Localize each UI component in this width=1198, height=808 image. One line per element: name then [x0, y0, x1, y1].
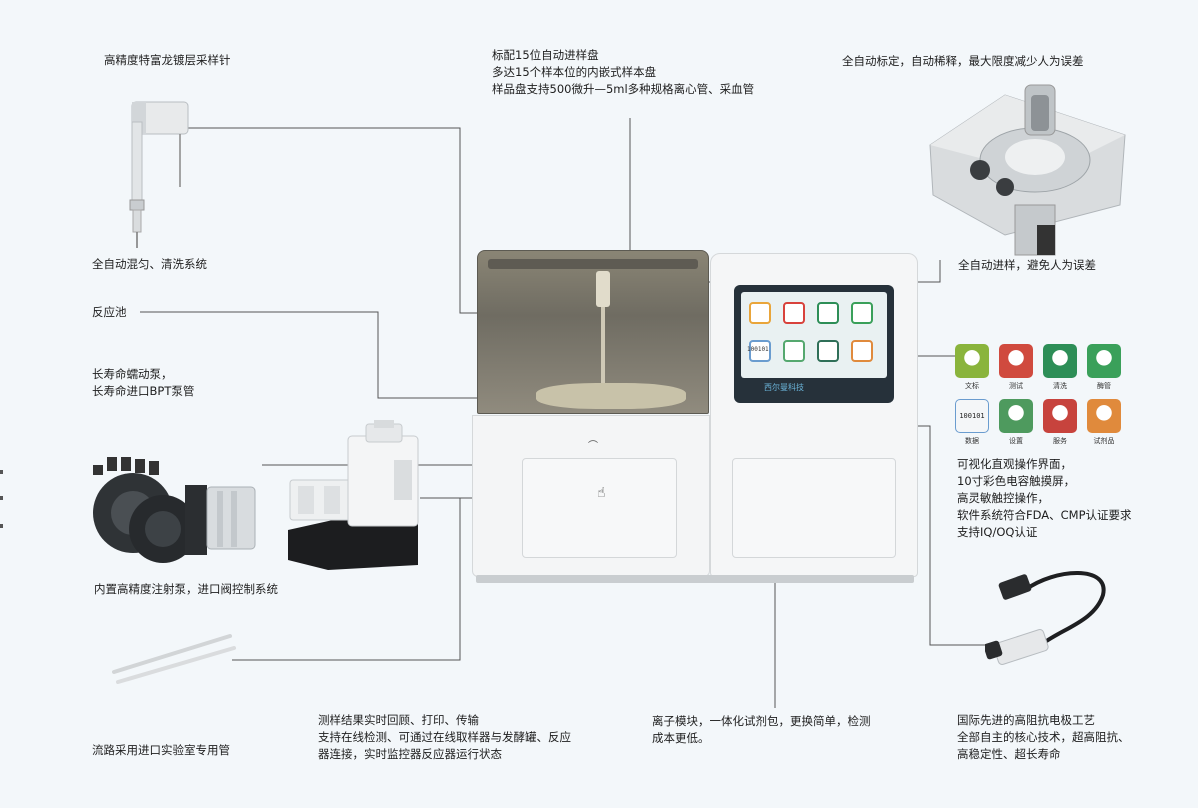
app-caption: 服务	[1053, 437, 1067, 445]
probe-rod	[601, 307, 605, 395]
wash-icon[interactable]	[817, 302, 839, 324]
gear-icon[interactable]	[999, 399, 1033, 433]
app-caption: 酶管	[1097, 382, 1111, 390]
reaction-leader	[140, 311, 522, 399]
reaction-cell-label: 反应池	[92, 305, 127, 319]
building-icon[interactable]	[851, 302, 873, 324]
data-icon[interactable]	[749, 340, 771, 362]
edge-mark	[0, 524, 3, 528]
flask-icon[interactable]	[999, 344, 1033, 378]
target-icon[interactable]	[955, 344, 989, 378]
app-caption: 文标	[965, 382, 979, 390]
lid-handle	[488, 259, 698, 269]
wash-icon[interactable]	[1043, 344, 1077, 378]
autosample-label: 全自动进样，避免人为误差	[958, 258, 1096, 272]
app-caption: 清洗	[1053, 382, 1067, 390]
sampling-needle-image	[129, 101, 189, 248]
syringe-pump-label: 内置高精度注射泵，进口阀控制系统	[94, 582, 278, 596]
edge-mark	[0, 470, 3, 474]
tubing-image	[112, 634, 236, 684]
app-caption: 数据	[965, 437, 979, 445]
analyzer-image: ⌒ ☝ 100101 西尔曼科技	[472, 245, 922, 585]
user-icon[interactable]	[817, 340, 839, 362]
right-drawer	[732, 458, 896, 558]
touch-screen[interactable]: 100101 西尔曼科技	[734, 285, 894, 403]
ion-module-label: 离子模块，一体化试剂包，更换简单，检测 成本更低。	[652, 714, 871, 745]
user-icon[interactable]	[1043, 399, 1077, 433]
left-drawer	[522, 458, 677, 558]
gear-icon[interactable]	[783, 340, 805, 362]
pump-label: 长寿命蠕动泵， 长寿命进口BPT泵管	[92, 367, 195, 398]
screen-code: 100101	[747, 346, 769, 353]
flask-icon[interactable]	[783, 302, 805, 324]
data-icon[interactable]: 100101	[955, 399, 989, 433]
sample-tray	[536, 383, 686, 409]
reagent-icon[interactable]	[851, 340, 873, 362]
screen-display: 100101	[741, 292, 887, 378]
bird-logo: ⌒	[588, 441, 598, 452]
app-caption: 试剂品	[1093, 437, 1115, 445]
ui-features-label: 可视化直观操作界面， 10寸彩色电容触摸屏， 高灵敏触控操作， 软件系统符合FD…	[957, 457, 1132, 539]
app-caption: 测试	[1009, 382, 1023, 390]
tubing-leader	[232, 498, 461, 661]
tubing-label: 流路采用进口实验室专用管	[92, 743, 230, 757]
analyzer-base	[476, 575, 914, 583]
building-icon[interactable]	[1087, 344, 1121, 378]
autosampler-image	[929, 84, 1126, 256]
wash-system-label: 全自动混匀、清洗系统	[92, 257, 207, 271]
calibration-label: 全自动标定，自动稀释，最大限度减少人为误差	[842, 54, 1084, 68]
results-label: 测样结果实时回顾、打印、传输 支持在线检测、可通过在线取样器与发酵罐、反应 器连…	[318, 713, 571, 761]
brand-label: 西尔曼科技	[764, 383, 804, 392]
edge-mark	[0, 496, 3, 500]
needle-label: 高精度特富龙镀层采样针	[104, 53, 231, 67]
peristaltic-pump-image	[93, 457, 256, 563]
tag-icon[interactable]	[749, 302, 771, 324]
reagent-icon[interactable]	[1087, 399, 1121, 433]
syringe-pump-image	[288, 420, 419, 570]
electrode-label: 国际先进的高阻抗电极工艺 全部自主的核心技术，超高阻抗、 高稳定性、超长寿命	[957, 713, 1130, 761]
hand-icon: ☝	[597, 485, 606, 501]
tray-label: 标配15位自动进样盘 多达15个样本位的内嵌式样本盘 样品盘支持500微升—5m…	[492, 48, 755, 96]
electrode-image	[985, 571, 1106, 665]
probe-head	[596, 271, 610, 307]
app-caption: 设置	[1009, 437, 1023, 445]
